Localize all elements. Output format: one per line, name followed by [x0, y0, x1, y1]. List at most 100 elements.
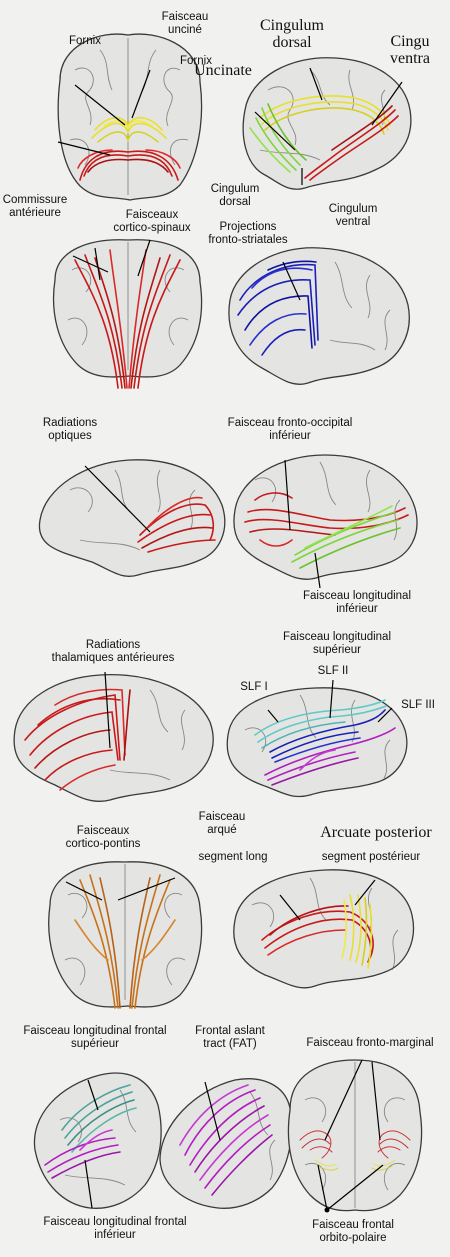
brain-lateral-view: [242, 57, 412, 190]
panel-optic-radiations: [38, 459, 226, 577]
label-line: arqué: [207, 824, 236, 836]
brain-lateral-view: [13, 674, 214, 802]
label-line: fronto-striatales: [208, 234, 288, 246]
label-line: segment postérieur: [322, 851, 421, 863]
panel-slf: [226, 679, 408, 798]
label-line: cortico-pontins: [66, 838, 141, 850]
label-line: Faisceau longitudinal frontal: [43, 1216, 186, 1228]
label-segment-long: segment long: [198, 851, 267, 863]
panel-frontostriatal: [228, 247, 410, 385]
label-faisceau-fronto-marginal: Faisceau fronto-marginal: [306, 1037, 433, 1049]
label-segment-posterieur: segment postérieur: [322, 851, 421, 863]
label-line: Faisceau fronto-occipital: [228, 417, 353, 429]
slf2-tract: [269, 709, 386, 763]
label-line: dorsal: [272, 34, 312, 51]
label-line: Faisceau longitudinal frontal: [23, 1025, 166, 1037]
label-line: Cingulum: [260, 17, 325, 34]
ilf-tract: [291, 505, 401, 569]
label-line: Cingulum: [211, 183, 260, 195]
label-line: SLF II: [318, 665, 349, 677]
label-line: inférieur: [269, 430, 311, 442]
label-slf-2: SLF II: [318, 665, 349, 677]
label-line: Faisceaux: [77, 825, 130, 837]
ventral-cingulum-tract: [304, 105, 399, 181]
label-line: Radiations: [43, 417, 98, 429]
label-line: Faisceau frontal: [312, 1219, 394, 1231]
label-line: inférieur: [336, 603, 378, 615]
panel-corticospinal: [52, 239, 203, 389]
fat-tract: [179, 1084, 273, 1196]
label-line: Radiations: [86, 639, 141, 651]
anterior-commissure-tract: [77, 149, 181, 181]
panel-frontal-longitudinal: [33, 1072, 162, 1209]
panel-anterior-thalamic: [13, 671, 214, 802]
brain-lateral-view: [233, 869, 414, 989]
slf3-tract: [264, 727, 396, 786]
label-line: Uncinate: [194, 62, 252, 79]
corticopontine-tract: [74, 874, 176, 1009]
panel-ifof-ilf: [233, 454, 418, 589]
label-line: optiques: [48, 430, 92, 442]
label-line: Faisceau fronto-marginal: [306, 1037, 433, 1049]
fornix-tract: [91, 116, 167, 143]
label-line: Projections: [220, 221, 277, 233]
slf1-tract: [254, 699, 387, 749]
optic-radiation-tract: [137, 496, 216, 553]
inferior-frontal-longitudinal-tract: [44, 1129, 121, 1179]
label-fornix-b: Fornix: [180, 55, 212, 67]
label-line: Commissure: [3, 194, 68, 206]
panel-fronto-marginal: [287, 1059, 423, 1213]
uncinate-green-tract: [249, 103, 307, 173]
label-line: segment long: [198, 851, 267, 863]
label-line: Faisceau longitudinal: [303, 590, 411, 602]
brain-lateral-view: [38, 459, 226, 577]
label-line: thalamiques antérieures: [52, 652, 175, 664]
panel-arcuate: [233, 869, 414, 989]
label-fornix-a: Fornix: [69, 35, 101, 47]
label-line: orbito-polaire: [319, 1232, 386, 1244]
label-arcuate-posterior: Arcuate posterior: [320, 824, 432, 841]
label-uncinate: Uncinate: [194, 62, 252, 79]
panel-fornix-commissure: [57, 33, 203, 201]
brain-lateral-view: [233, 454, 418, 580]
label-line: cortico-spinaux: [113, 222, 191, 234]
label-line: Faisceaux: [126, 209, 179, 221]
label-line: antérieure: [9, 207, 61, 219]
corticospinal-tract: [74, 249, 181, 389]
label-line: supérieur: [71, 1038, 119, 1050]
arcuate-posterior-segment: [341, 894, 373, 969]
panel-fat: [159, 1078, 293, 1209]
panel-corticopontine: [48, 861, 203, 1009]
label-line: Faisceau: [162, 11, 209, 23]
label-line: Cingulum: [329, 203, 378, 215]
label-line: unciné: [168, 24, 202, 36]
brain-lateral-view: [228, 247, 410, 385]
anterior-thalamic-tract: [24, 688, 131, 791]
label-slf-1: SLF I: [240, 681, 267, 693]
label-line: dorsal: [219, 196, 250, 208]
label-line: tract (FAT): [203, 1038, 257, 1050]
label-line: Fornix: [180, 55, 212, 67]
label-line: Faisceau: [199, 811, 246, 823]
label-line: inférieur: [94, 1229, 136, 1241]
